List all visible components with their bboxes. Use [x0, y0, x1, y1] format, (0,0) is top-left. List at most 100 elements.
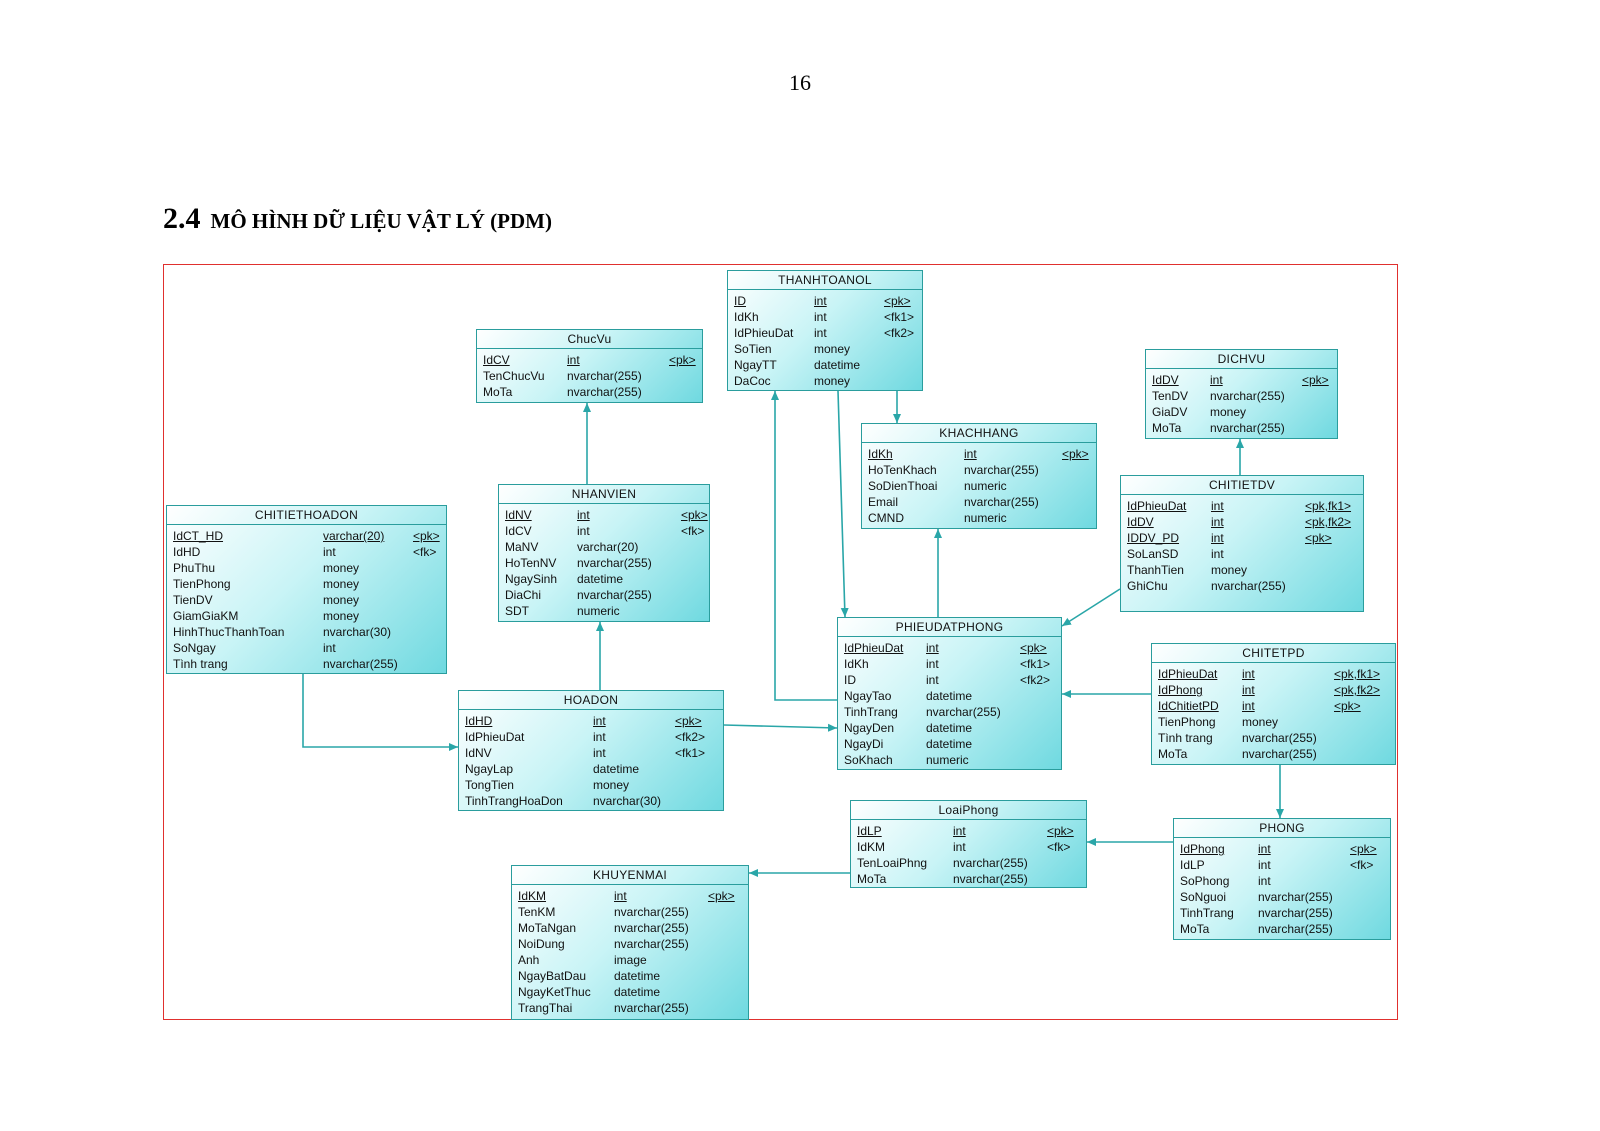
attribute-name: TenDV — [1152, 389, 1189, 403]
attribute-name: IdPhieuDat — [1127, 499, 1187, 513]
attribute-name: TinhTrang — [1180, 906, 1234, 920]
attribute-name: IdLP — [1180, 858, 1205, 872]
attribute-type: int — [814, 294, 827, 308]
attribute-type: nvarchar(255) — [1210, 389, 1285, 403]
attribute-row[interactable]: TenDV nvarchar(255) — [1152, 388, 1332, 404]
attribute-name: TenChucVu — [483, 369, 545, 383]
attribute-key: <pk> — [1305, 531, 1332, 545]
